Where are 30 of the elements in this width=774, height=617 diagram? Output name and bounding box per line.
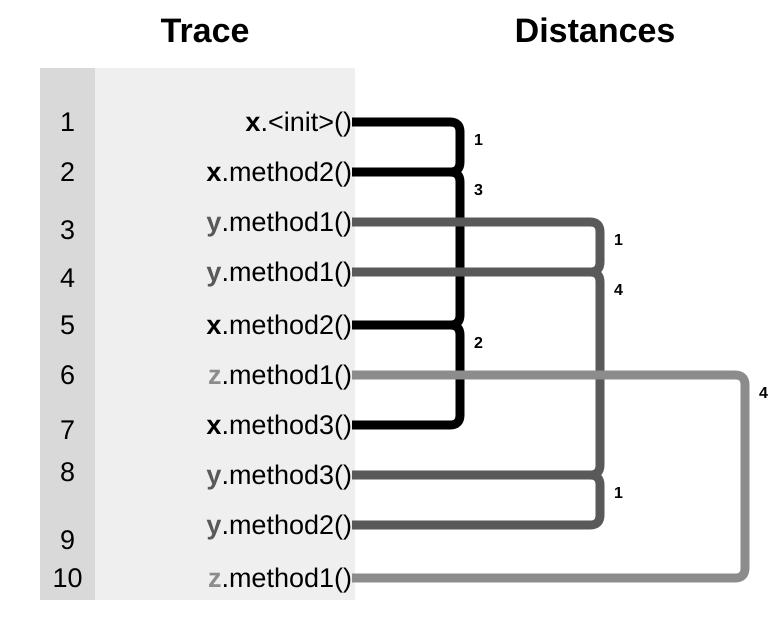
bracket-connector	[352, 370, 750, 582]
line-number: 8	[58, 456, 76, 489]
method-call: x.method3()	[100, 402, 352, 448]
distance-label: 1	[474, 132, 483, 150]
method-call: y.method3()	[100, 452, 352, 498]
method-call: x.<init>()	[100, 99, 352, 145]
distance-label: 4	[614, 282, 623, 300]
distance-label: 3	[474, 182, 483, 200]
distance-label: 1	[614, 232, 623, 250]
distance-label: 1	[614, 485, 623, 503]
line-number: 4	[58, 262, 76, 295]
line-number: 5	[58, 309, 76, 342]
line-number: 1	[58, 106, 76, 139]
method-call: z.method1()	[100, 555, 352, 601]
distance-label: 2	[474, 335, 483, 353]
line-number: 7	[58, 414, 76, 447]
title: Trace	[160, 12, 250, 51]
line-number: 2	[58, 156, 76, 189]
line-number: 6	[58, 359, 76, 392]
method-call: x.method2()	[100, 149, 352, 195]
method-call: z.method1()	[100, 352, 352, 398]
method-call: y.method1()	[100, 249, 352, 295]
line-number: 3	[58, 214, 76, 247]
method-call: y.method1()	[100, 199, 352, 245]
distance-label: 4	[759, 385, 768, 403]
method-call: y.method2()	[100, 502, 352, 548]
column-heading: Distances	[514, 12, 676, 51]
line-number: 9	[58, 524, 76, 557]
line-number: 10	[51, 562, 84, 595]
method-call: x.method2()	[100, 302, 352, 348]
